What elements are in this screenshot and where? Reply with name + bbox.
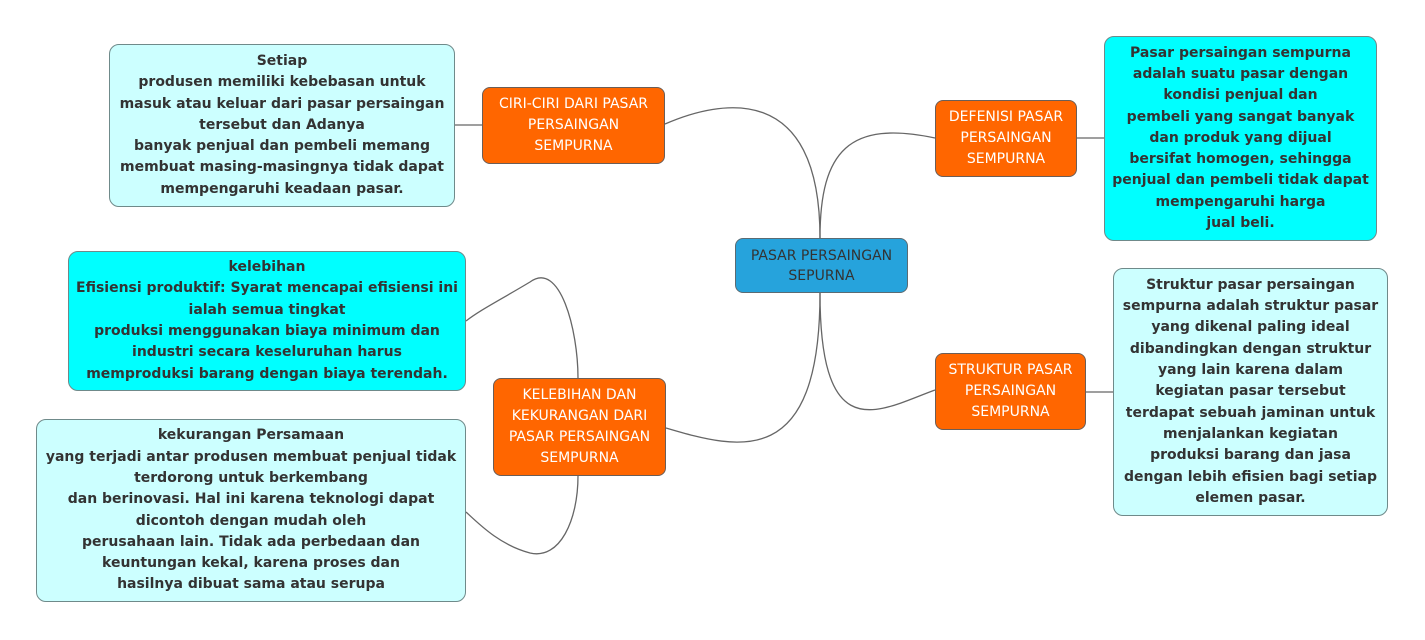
topic-line: SEMPURNA (534, 138, 613, 154)
detail-line: yang dikenal paling ideal (1151, 319, 1350, 336)
detail-line: adalah suatu pasar dengan (1132, 65, 1349, 82)
central-topic-line: PASAR PERSAINGAN (750, 247, 893, 264)
topic-ciri-ciri[interactable]: CIRI-CIRI DARI PASAR PERSAINGAN SEMPURNA (482, 87, 665, 164)
detail-line: mempengaruhi keadaan pasar. (160, 180, 404, 197)
detail-line: dicontoh dengan mudah oleh (135, 512, 367, 529)
topic-struktur[interactable]: STRUKTUR PASAR PERSAINGAN SEMPURNA (935, 353, 1086, 430)
topic-line: SEMPURNA (966, 151, 1046, 167)
link-kelebihan-down (465, 475, 579, 555)
detail-kelebihan[interactable]: kelebihan Efisiensi produktif: Syarat me… (68, 251, 466, 391)
topic-line: PERSAINGAN (527, 117, 620, 133)
detail-line: Struktur pasar persaingan (1146, 276, 1355, 293)
detail-line: terdapat sebuah jaminan untuk (1125, 404, 1376, 421)
detail-line: industri secara keseluruhan harus (132, 344, 402, 361)
detail-line: terdorong untuk berkembang (134, 469, 368, 486)
detail-line: Efisiensi produktif: Syarat mencapai efi… (76, 280, 458, 297)
topic-kelebihan-kekurangan[interactable]: KELEBIHAN DAN KEKURANGAN DARI PASAR PERS… (493, 378, 666, 476)
topic-line: KEKURANGAN DARI (511, 408, 648, 424)
link-center-ciri (664, 107, 821, 239)
link-center-struktur (819, 292, 936, 411)
detail-line: hasilnya dibuat sama atau serupa (117, 576, 385, 593)
detail-kekurangan[interactable]: kekurangan Persamaan yang terjadi antar … (36, 419, 466, 602)
detail-line: memproduksi barang dengan biaya terendah… (86, 365, 448, 382)
detail-ciri-ciri[interactable]: Setiap produsen memiliki kebebasan untuk… (109, 44, 455, 207)
central-topic-line: SEPURNA (788, 267, 855, 284)
detail-line: tersebut dan Adanya (199, 116, 365, 133)
detail-line: kelebihan (228, 259, 306, 276)
central-topic[interactable]: PASAR PERSAINGAN SEPURNA (735, 238, 908, 293)
topic-line: DEFENISI PASAR (948, 109, 1064, 125)
detail-line: pembeli yang sangat banyak (1126, 108, 1355, 125)
topic-line: PERSAINGAN (964, 383, 1057, 399)
detail-line: membuat masing-masingnya tidak dapat (120, 159, 444, 176)
topic-line: STRUKTUR PASAR (948, 362, 1073, 378)
detail-line: produksi barang dan jasa (1150, 447, 1351, 464)
detail-line: dan produk yang dijual (1149, 129, 1332, 146)
link-kelebihan-up (465, 277, 579, 379)
detail-line: keuntungan kekal, karena proses dan (102, 555, 400, 572)
topic-line: PASAR PERSAINGAN (508, 429, 651, 445)
detail-line: dengan lebih efisien bagi setiap (1123, 468, 1378, 485)
detail-line: dan berinovasi. Hal ini karena teknologi… (67, 491, 435, 508)
topic-line: PERSAINGAN (960, 130, 1052, 146)
topic-line: SEMPURNA (971, 404, 1050, 420)
detail-line: ialah semua tingkat (188, 301, 346, 318)
link-center-kelebihan (665, 292, 821, 443)
detail-line: penjual dan pembeli tidak dapat (1112, 172, 1369, 189)
detail-line: mempengaruhi harga (1155, 193, 1326, 210)
detail-line: Pasar persaingan sempurna (1130, 44, 1351, 61)
detail-defenisi[interactable]: Pasar persaingan sempurna adalah suatu p… (1104, 36, 1377, 241)
detail-line: yang lain karena dalam (1157, 362, 1344, 379)
topic-line: SEMPURNA (540, 450, 619, 466)
detail-struktur[interactable]: Struktur pasar persaingan sempurna adala… (1113, 268, 1388, 516)
detail-line: perusahaan lain. Tidak ada perbedaan dan (82, 533, 420, 550)
detail-line: bersifat homogen, sehingga (1129, 151, 1352, 168)
detail-line: masuk atau keluar dari pasar persaingan (119, 95, 445, 112)
detail-line: jual beli. (1206, 215, 1275, 232)
link-center-defenisi (819, 132, 936, 239)
topic-line: CIRI-CIRI DARI PASAR (498, 96, 649, 112)
detail-line: elemen pasar. (1195, 489, 1306, 506)
topic-line: KELEBIHAN DAN (522, 387, 637, 403)
detail-line: produsen memiliki kebebasan untuk (138, 74, 426, 91)
detail-line: dibandingkan dengan struktur (1129, 340, 1372, 357)
detail-line: produksi menggunakan biaya minimum dan (94, 323, 440, 339)
detail-line: Setiap (256, 52, 308, 69)
detail-line: sempurna adalah struktur pasar (1122, 298, 1379, 315)
topic-defenisi[interactable]: DEFENISI PASAR PERSAINGAN SEMPURNA (935, 100, 1077, 177)
detail-line: kondisi penjual dan (1163, 87, 1318, 104)
detail-line: kegiatan pasar tersebut (1155, 383, 1346, 400)
detail-line: yang terjadi antar produsen membuat penj… (45, 448, 457, 465)
detail-line: kekurangan Persamaan (157, 427, 345, 444)
detail-line: menjalankan kegiatan (1163, 425, 1338, 442)
detail-line: banyak penjual dan pembeli memang (133, 138, 431, 155)
